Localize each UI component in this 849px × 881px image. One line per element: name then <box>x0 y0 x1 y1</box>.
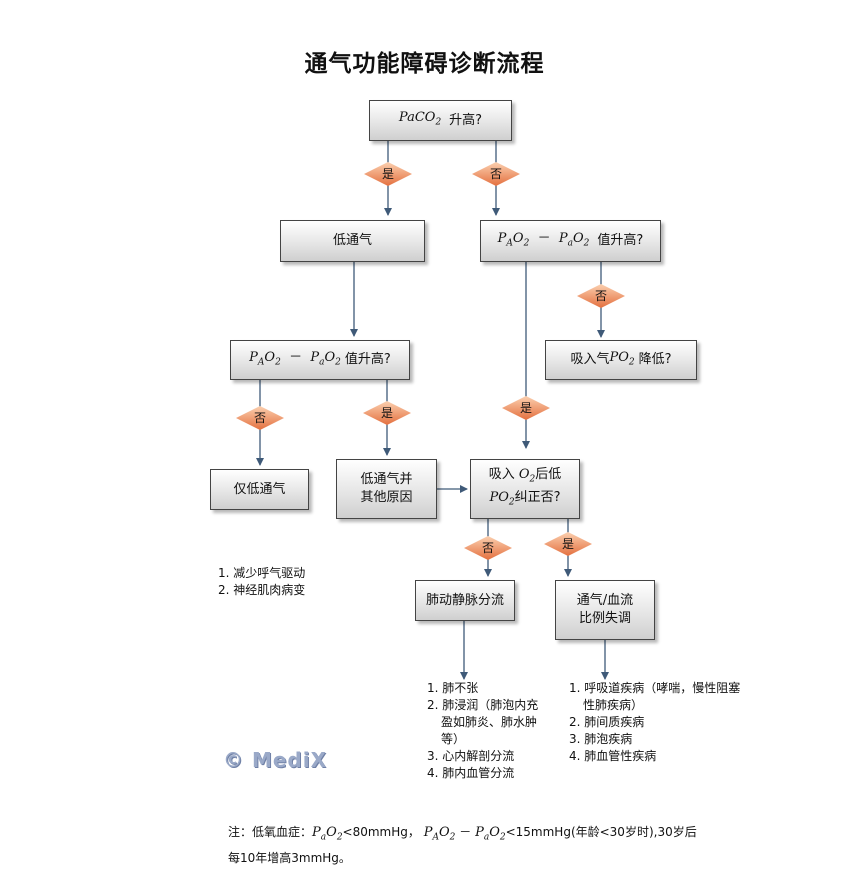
low-vent-other-line2: 其他原因 <box>360 490 413 505</box>
node-vq-mismatch: 通气/血流 比例失调 <box>555 580 655 640</box>
vq-line1: 通气/血流 <box>576 593 634 608</box>
node-gradient-right: PAO2 － PaO2 值升高? <box>480 220 661 262</box>
node-shunt: 肺动静脉分流 <box>415 580 515 621</box>
gradient-left-formula: PAO2 － PaO2 <box>249 349 341 368</box>
list-item: 3. 心内解剖分流 <box>427 749 515 763</box>
list-item: 3. 肺泡疾病 <box>569 732 633 746</box>
gradient-left-question: 值升高? <box>344 352 391 367</box>
pure-low-vent-causes: 1. 减少呼气驱动 2. 神经肌肉病变 <box>218 565 358 599</box>
page-title: 通气功能障碍诊断流程 <box>304 50 545 77</box>
node-gradient-left: PAO2 － PaO2 值升高? <box>230 340 410 380</box>
footnote-prefix: 注：低氧血症： <box>228 825 313 839</box>
decision-paco2-no: 否 <box>472 162 520 186</box>
node-inspired-po2: 吸入气 PO2 降低? <box>545 340 697 380</box>
low-ventilation-label: 低通气 <box>332 233 372 248</box>
list-item: 2. 神经肌肉病变 <box>218 583 306 597</box>
decision-left-yes: 是 <box>363 401 411 425</box>
vq-line2: 比例失调 <box>578 611 631 626</box>
o2-correction-line2: PO2纠正否? <box>489 490 561 508</box>
inspired-po2-prefix: 吸入气 <box>570 352 610 367</box>
decision-paco2-yes: 是 <box>364 162 412 186</box>
medix-logo: © MediX <box>223 748 328 772</box>
shunt-label: 肺动静脉分流 <box>425 592 504 608</box>
list-item: 4. 肺血管性疾病 <box>569 749 657 763</box>
list-item: 2. 肺浸润（肺泡内充盈如肺炎、肺水肿等） <box>427 698 539 746</box>
gradient-right-question: 值升高? <box>597 233 644 248</box>
paco2-question: 升高? <box>449 112 483 128</box>
decision-o2-yes: 是 <box>544 532 592 556</box>
footnote-pao2: <80mmHg， <box>342 825 420 839</box>
pure-low-ventilation-label: 仅低通气 <box>233 481 286 497</box>
paco2-symbol: PaCO2 <box>398 110 442 128</box>
node-low-ventilation: 低通气 <box>280 220 425 262</box>
list-item: 2. 肺间质疾病 <box>569 715 645 729</box>
list-item: 4. 肺内血管分流 <box>427 766 515 780</box>
footnote-gradient: <15mmHg(年龄<30岁时),30岁后每10年增高3mmHg。 <box>228 825 697 865</box>
node-paco2-rise: PaCO2 升高? <box>369 100 512 141</box>
node-pure-low-ventilation: 仅低通气 <box>210 469 309 510</box>
vq-causes: 1. 呼吸道疾病（哮喘，慢性阻塞性肺疾病） 2. 肺间质疾病 3. 肺泡疾病 4… <box>569 680 749 765</box>
low-vent-other-line1: 低通气并 <box>360 472 413 487</box>
o2-correction-line1: 吸入 O2后低 <box>488 467 562 485</box>
list-item: 1. 肺不张 <box>427 681 479 695</box>
list-item: 1. 减少呼气驱动 <box>218 566 306 580</box>
decision-right-yes: 是 <box>502 396 550 420</box>
shunt-causes: 1. 肺不张 2. 肺浸润（肺泡内充盈如肺炎、肺水肿等） 3. 心内解剖分流 4… <box>427 680 549 782</box>
footnote: 注：低氧血症：PaO2<80mmHg， PAO2 － PaO2<15mmHg(年… <box>228 825 697 865</box>
list-item: 1. 呼吸道疾病（哮喘，慢性阻塞性肺疾病） <box>569 681 741 712</box>
inspired-po2-question: 降低? <box>638 352 672 367</box>
node-low-vent-other: 低通气并 其他原因 <box>336 459 437 519</box>
decision-left-no: 否 <box>236 406 284 430</box>
node-o2-correction: 吸入 O2后低 PO2纠正否? <box>470 459 580 519</box>
gradient-right-formula: PAO2 － PaO2 <box>497 230 590 249</box>
decision-o2-no: 否 <box>464 536 512 560</box>
decision-inspired-no: 否 <box>577 284 625 308</box>
inspired-po2-symbol: PO2 <box>609 349 635 368</box>
